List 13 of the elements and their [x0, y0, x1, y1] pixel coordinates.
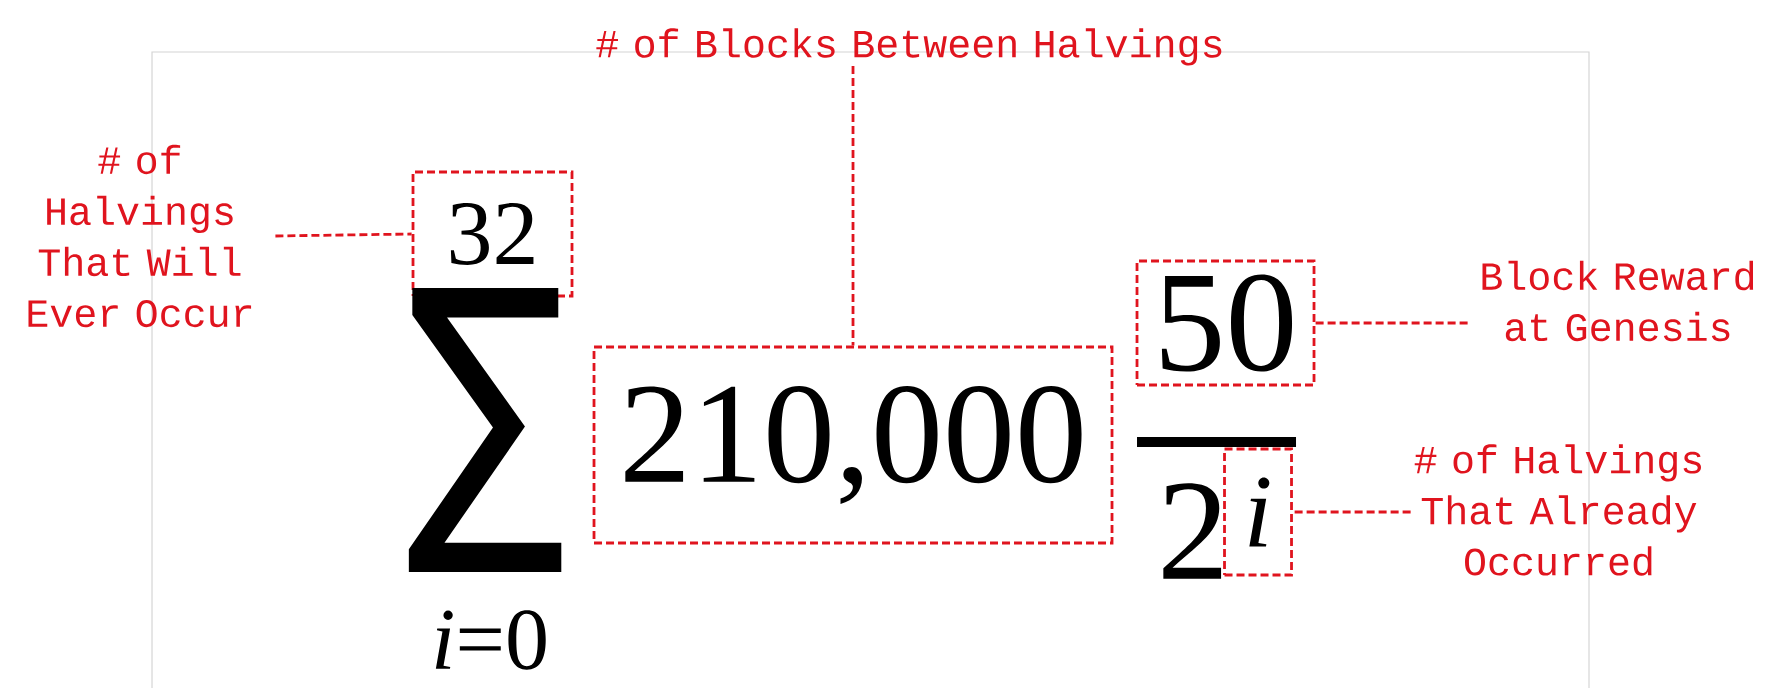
leader-line — [1292, 510, 1411, 514]
highlight-box: 50 — [1135, 259, 1316, 387]
lower-limit: i=0 — [435, 610, 546, 670]
annotation-label: # of Halvings That Already Occurred — [1414, 444, 1701, 576]
annotation-label: # of Halvings That Will Ever Occur — [28, 144, 252, 328]
annotation-label: # of Blocks Between Halvings — [596, 28, 1222, 66]
leader-line — [275, 232, 412, 238]
annotation-label: Block Reward at Genesis — [1482, 260, 1754, 342]
highlight-box: i — [1223, 447, 1293, 577]
denominator: 2 — [1163, 483, 1222, 579]
leader-line — [1315, 321, 1468, 325]
leader-line — [851, 66, 855, 346]
highlight-box: 210,000 — [592, 345, 1114, 545]
